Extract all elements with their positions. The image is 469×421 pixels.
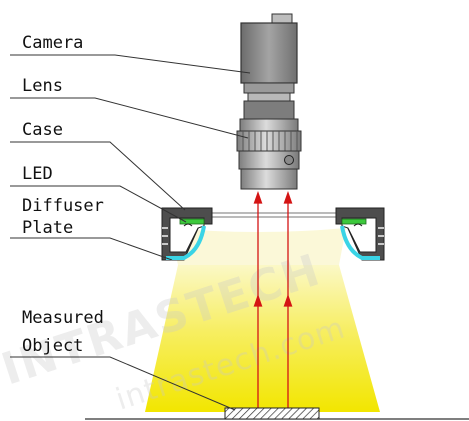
- label-diffuser-line2: Plate: [22, 218, 73, 238]
- diffuser-plate-icon: [166, 225, 380, 260]
- label-diffuser-line1: Diffuser: [22, 196, 104, 216]
- label-lens: Lens: [22, 76, 63, 96]
- lens-icon: [236, 118, 302, 190]
- label-camera: Camera: [22, 33, 83, 53]
- label-object-line2: Object: [22, 336, 83, 356]
- led-icon: [179, 218, 367, 227]
- label-case: Case: [22, 120, 63, 140]
- label-object-line1: Measured: [22, 308, 104, 328]
- camera-icon: [240, 13, 298, 120]
- leader-lines: [10, 54, 251, 411]
- light-rays: [253, 191, 293, 408]
- label-led: LED: [22, 164, 53, 184]
- measured-object-icon: [85, 407, 469, 420]
- light-beam: [145, 265, 380, 412]
